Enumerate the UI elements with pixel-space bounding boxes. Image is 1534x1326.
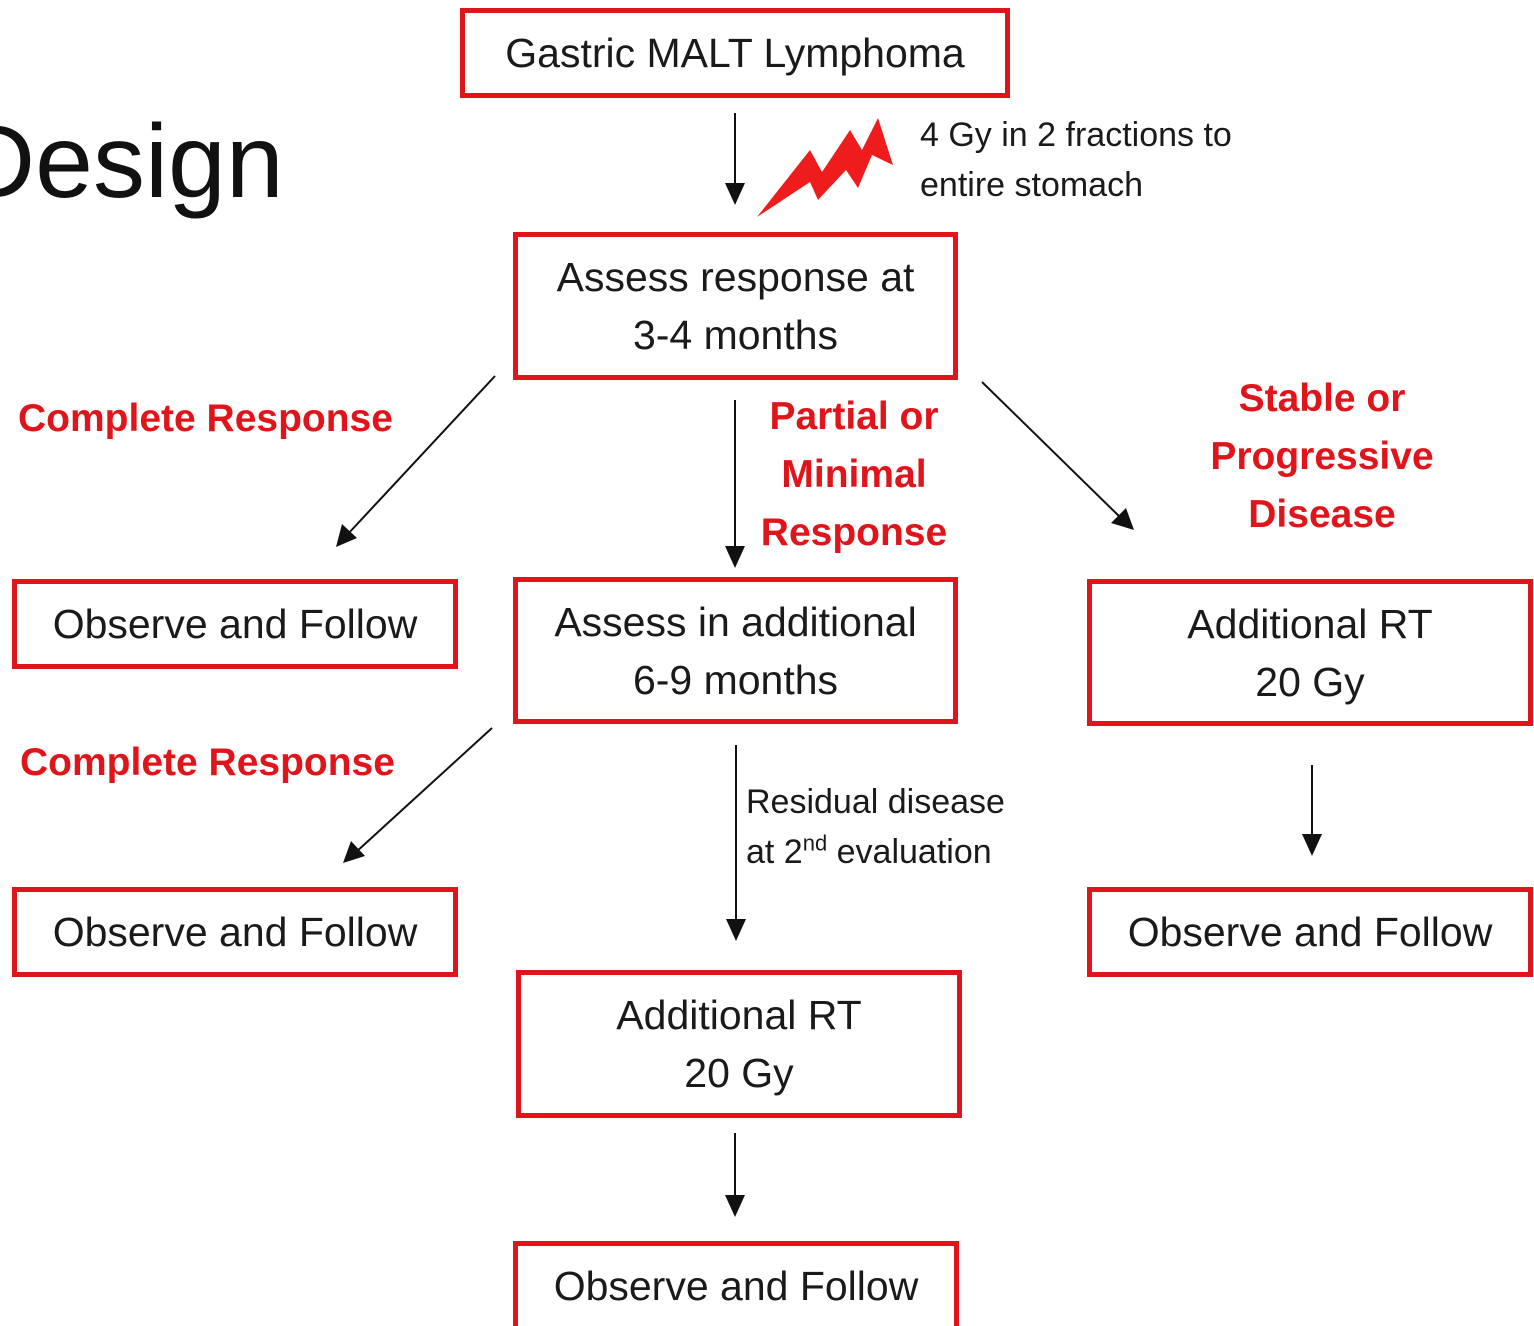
box-text: Observe and Follow <box>52 909 418 955</box>
box-text-line1: Assess in additional <box>554 598 917 645</box>
arrowhead <box>725 546 745 568</box>
box-text: Observe and Follow <box>52 601 418 647</box>
box-text-line2: 6-9 months <box>632 656 839 703</box>
box-observe-right: Observe and Follow <box>1087 887 1533 977</box>
page-title: Design <box>0 104 284 220</box>
arrow-assess1-to-observe-left <box>346 375 496 536</box>
box-gastric-malt-lymphoma: Gastric MALT Lymphoma <box>460 8 1010 98</box>
arrowhead <box>343 841 365 863</box>
partial-line2: Minimal <box>781 453 927 496</box>
treatment-label: 4 Gy in 2 fractions to entire stomach <box>920 110 1232 210</box>
arrowhead <box>725 1195 745 1217</box>
box-text: Gastric MALT Lymphoma <box>505 30 965 76</box>
box-text-line1: Additional RT <box>616 992 862 1038</box>
arrowhead <box>1302 834 1322 856</box>
partial-response-label: Partial or Minimal Response <box>756 388 952 562</box>
arrowhead <box>336 524 357 547</box>
arrowhead <box>1111 508 1134 530</box>
box-additional-rt-center: Additional RT 20 Gy <box>516 970 962 1118</box>
complete-response-label-top: Complete Response <box>18 397 393 440</box>
box-additional-rt-right: Additional RT 20 Gy <box>1087 579 1533 726</box>
complete-response-label-bottom: Complete Response <box>20 741 395 784</box>
lightning-bolt-icon <box>757 118 893 217</box>
stable-progressive-label: Stable or Progressive Disease <box>1194 370 1450 544</box>
partial-line1: Partial or <box>769 395 939 438</box>
arrowhead <box>725 183 745 205</box>
box-text-line2: 20 Gy <box>1255 658 1365 705</box>
residual-line2-sup: nd <box>802 830 828 856</box>
stable-line2: Progressive <box>1210 435 1434 478</box>
box-text-line1: Assess response at <box>556 254 915 300</box>
arrowhead <box>726 919 746 941</box>
box-assess-response: Assess response at 3-4 months <box>513 232 958 380</box>
box-text-line2: 3-4 months <box>632 312 839 358</box>
box-observe-left-bottom: Observe and Follow <box>12 887 458 977</box>
box-text-line1: Additional RT <box>1187 600 1433 647</box>
box-observe-bottom: Observe and Follow <box>513 1241 959 1326</box>
residual-line1: Residual disease <box>746 783 1005 821</box>
stable-line3: Disease <box>1248 493 1396 536</box>
residual-line2-pre: at 2 <box>746 833 803 871</box>
stable-line1: Stable or <box>1238 377 1406 420</box>
residual-line2-post: evaluation <box>827 833 992 871</box>
arrow-assess2-to-observe-left <box>354 727 493 854</box>
arrow-assess1-to-rt-right <box>981 381 1124 521</box>
treatment-label-line1: 4 Gy in 2 fractions to <box>920 116 1232 154</box>
box-observe-left-top: Observe and Follow <box>12 579 458 669</box>
box-text: Observe and Follow <box>553 1263 919 1309</box>
residual-line2: at 2nd evaluation <box>746 827 1005 877</box>
partial-line3: Response <box>760 511 948 554</box>
residual-disease-label: Residual disease at 2nd evaluation <box>746 777 1005 877</box>
box-text-line2: 20 Gy <box>684 1050 794 1096</box>
box-assess-additional: Assess in additional 6-9 months <box>513 577 958 724</box>
box-text: Observe and Follow <box>1127 909 1493 955</box>
treatment-label-line2: entire stomach <box>920 166 1143 204</box>
